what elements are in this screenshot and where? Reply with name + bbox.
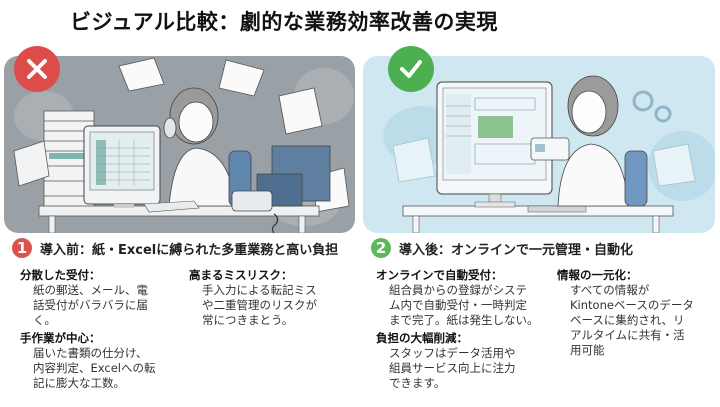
number-badge-2: 2 [371,238,391,258]
after-heading: 2 導入後：オンラインで一元管理・自動化 [371,238,633,258]
before-point-manual-work: 手作業が中心： 届いた書類の仕分け、 内容判定、Excelへの転 記に膨大な工数… [20,331,156,390]
after-point-reduced-burden: 負担の大幅削減： スタッフはデータ活用や 組員サービス向上に注力 できます。 [376,331,516,390]
after-point-unified-info: 情報の一元化： すべての情報が Kintoneベースのデータ ベースに集約され、… [557,268,694,357]
before-heading-label: 導入前：紙・Excelに縛られた多重業務と高い負担 [40,242,339,258]
before-point-error-risk: 高まるミスリスク： 手入力による転記ミス や二重管理のリスクが 常につきまとう。 [189,268,317,327]
before-illustration [4,56,355,233]
x-icon [14,46,60,92]
before-point-distributed-intake: 分散した受付： 紙の郵送、メール、電 話受付がバラバラに届 く。 [20,268,148,327]
after-point-online-intake: オンラインで自動受付： 組合員からの登録がシステ ム内で自動受付・一時判定 まで… [376,268,539,327]
before-heading: 1 導入前：紙・Excelに縛られた多重業務と高い負担 [12,238,338,258]
after-heading-label: 導入後：オンラインで一元管理・自動化 [399,242,634,258]
number-badge-1: 1 [12,238,32,258]
after-illustration [363,56,715,233]
page-title: ビジュアル比較：劇的な業務効率改善の実現 [70,10,498,34]
check-icon [388,46,434,92]
